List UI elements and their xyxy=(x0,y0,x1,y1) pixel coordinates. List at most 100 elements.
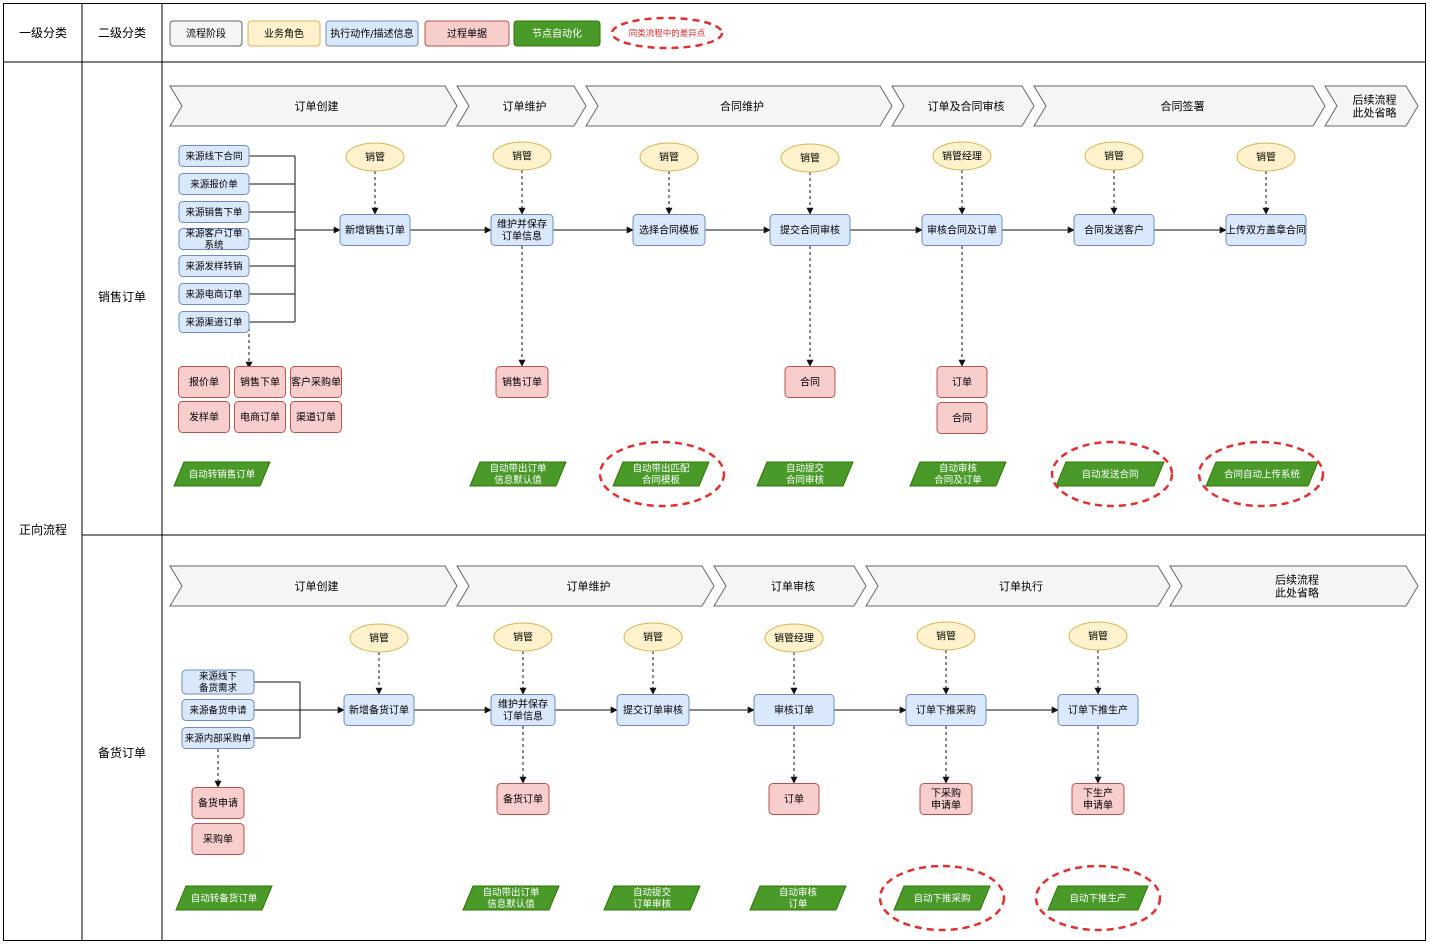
stock-auto-5-shape xyxy=(1047,885,1149,911)
stock-action-0-label: 新增备货订单 xyxy=(349,704,409,717)
stock-role-3-label: 销管经理 xyxy=(774,632,814,645)
stock-doc-1-shape xyxy=(768,783,820,815)
sales-stage-2-shape xyxy=(585,85,893,127)
stock-action-5-label: 订单下推生产 xyxy=(1068,704,1128,717)
stock-source-doc-0: 备货申请 xyxy=(191,787,245,819)
stock-doc-2: 下采购申请单 xyxy=(919,783,973,815)
sales-source-3: 来源客户订单系统 xyxy=(178,228,250,251)
sales-stage-1: 订单维护 xyxy=(456,85,587,127)
legend-stage-label: 流程阶段 xyxy=(186,27,226,40)
legend-auto-label: 节点自动化 xyxy=(532,27,582,40)
stock-role-1-label: 销管 xyxy=(513,631,533,644)
stock-action-5-shape xyxy=(1057,694,1139,726)
stock-role-2-label: 销管 xyxy=(643,631,663,644)
stock-doc-2-label: 下采购申请单 xyxy=(931,787,961,812)
sales-role-2-label: 销管 xyxy=(659,151,679,164)
sales-source-6: 来源渠道订单 xyxy=(178,311,250,333)
sales-role-6: 销管 xyxy=(1236,142,1296,172)
sales-role-1-label: 销管 xyxy=(512,150,532,163)
stock-role-4: 销管 xyxy=(916,621,976,651)
sales-auto-5: 自动发送合同 xyxy=(1055,461,1165,487)
stock-action-2: 提交订单审核 xyxy=(616,694,690,726)
sales-doc-2: 订单 xyxy=(936,366,988,398)
stock-stage-2: 订单审核 xyxy=(713,565,867,607)
stock-source-doc-1: 采购单 xyxy=(191,823,245,855)
stock-doc-3: 下生产申请单 xyxy=(1071,783,1125,815)
stock-role-5: 销管 xyxy=(1068,621,1128,651)
sales-action-1: 维护并保存订单信息 xyxy=(490,214,554,246)
stock-action-0-shape xyxy=(343,694,415,726)
stock-stage-0-label: 订单创建 xyxy=(295,579,339,593)
sales-source-2-label: 来源销售下单 xyxy=(185,206,243,218)
stock-source-1: 来源备货申请 xyxy=(181,699,255,721)
legend-doc: 过程单据 xyxy=(424,20,510,47)
legend-action-shape xyxy=(325,20,419,47)
legend-diff-shape xyxy=(610,16,724,50)
sales-source-5-label: 来源电商订单 xyxy=(185,288,243,300)
sales-role-0-label: 销管 xyxy=(365,151,385,164)
legend-doc-label: 过程单据 xyxy=(447,27,487,40)
legend-diff-label: 同类流程中的差异点 xyxy=(629,28,706,39)
stock-role-5-shape xyxy=(1068,621,1128,651)
sales-auto-1-shape xyxy=(469,461,567,487)
sales-doc-3-label: 合同 xyxy=(952,412,972,425)
stock-source-doc-1-shape xyxy=(191,823,245,855)
sales-doc-0-shape xyxy=(495,366,549,398)
legend-doc-shape xyxy=(424,20,510,47)
sales-stage-4-label: 合同签署 xyxy=(1161,99,1205,113)
stock-source-2-label: 来源内部采购单 xyxy=(185,732,252,744)
sales-role-4: 销管经理 xyxy=(932,141,992,171)
sales-role-3: 销管 xyxy=(780,143,840,173)
sales-action-2-label: 选择合同模板 xyxy=(639,224,699,237)
stock-role-2: 销管 xyxy=(623,622,683,652)
sales-source-doc-3-shape xyxy=(178,401,230,433)
sales-source-1-label: 来源报价单 xyxy=(190,178,238,190)
sales-source-doc-5-shape xyxy=(290,401,342,433)
sales-stage-0: 订单创建 xyxy=(169,85,458,127)
stock-action-3-shape xyxy=(753,694,835,726)
sales-source-doc-1: 销售下单 xyxy=(234,366,286,398)
legend-action: 执行动作/描述信息 xyxy=(325,20,419,47)
legend-role-shape xyxy=(247,20,321,47)
stock-doc-1-label: 订单 xyxy=(784,794,804,806)
stock-doc-1: 订单 xyxy=(768,783,820,815)
sales-auto-0-shape xyxy=(173,461,271,487)
stock-doc-0: 备货订单 xyxy=(496,783,550,815)
sales-role-3-shape xyxy=(780,143,840,173)
sales-stage-3-shape xyxy=(891,85,1035,127)
sales-stage-5-label: 后续流程此处省略 xyxy=(1353,92,1397,119)
stock-auto-2-shape xyxy=(603,885,701,911)
sales-auto-3: 自动提交合同审核 xyxy=(756,461,854,487)
sales-source-1: 来源报价单 xyxy=(178,173,250,195)
stock-stage-1-shape xyxy=(456,565,715,607)
sales-diff-5 xyxy=(1050,440,1174,508)
sales-action-2-shape xyxy=(632,214,706,246)
stock-stage-2-shape xyxy=(713,565,867,607)
sales-source-doc-2-label: 客户采购单 xyxy=(291,376,341,389)
sales-source-doc-1-shape xyxy=(234,366,286,398)
stock-source-2: 来源内部采购单 xyxy=(181,727,255,749)
sales-source-4-label: 来源发样转销 xyxy=(185,260,243,272)
sales-role-6-label: 销管 xyxy=(1256,151,1276,164)
sales-auto-1-label: 自动带出订单信息默认值 xyxy=(489,463,547,486)
stock-source-doc-0-shape xyxy=(191,787,245,819)
header-level1: 一级分类 xyxy=(19,26,67,40)
sales-doc-3: 合同 xyxy=(936,402,988,434)
stock-source-2-shape xyxy=(181,727,255,749)
sales-action-3-shape xyxy=(769,214,851,246)
sales-source-doc-0-label: 报价单 xyxy=(189,376,219,389)
sales-source-doc-2: 客户采购单 xyxy=(290,366,342,398)
sales-source-4: 来源发样转销 xyxy=(178,255,250,277)
sales-action-1-shape xyxy=(490,214,554,246)
sales-source-doc-4-label: 电商订单 xyxy=(240,411,280,424)
sales-auto-2-shape xyxy=(612,461,710,487)
sales-doc-1-shape xyxy=(784,366,836,398)
stock-auto-0-shape xyxy=(175,885,273,911)
sales-auto-2-label: 自动带出匹配合同模板 xyxy=(632,463,690,486)
legend-auto-shape xyxy=(513,20,601,47)
stock-role-1-shape xyxy=(493,622,553,652)
stock-auto-3-shape xyxy=(749,885,847,911)
stock-stage-3-shape xyxy=(865,565,1171,607)
sales-doc-2-label: 订单 xyxy=(952,377,972,389)
